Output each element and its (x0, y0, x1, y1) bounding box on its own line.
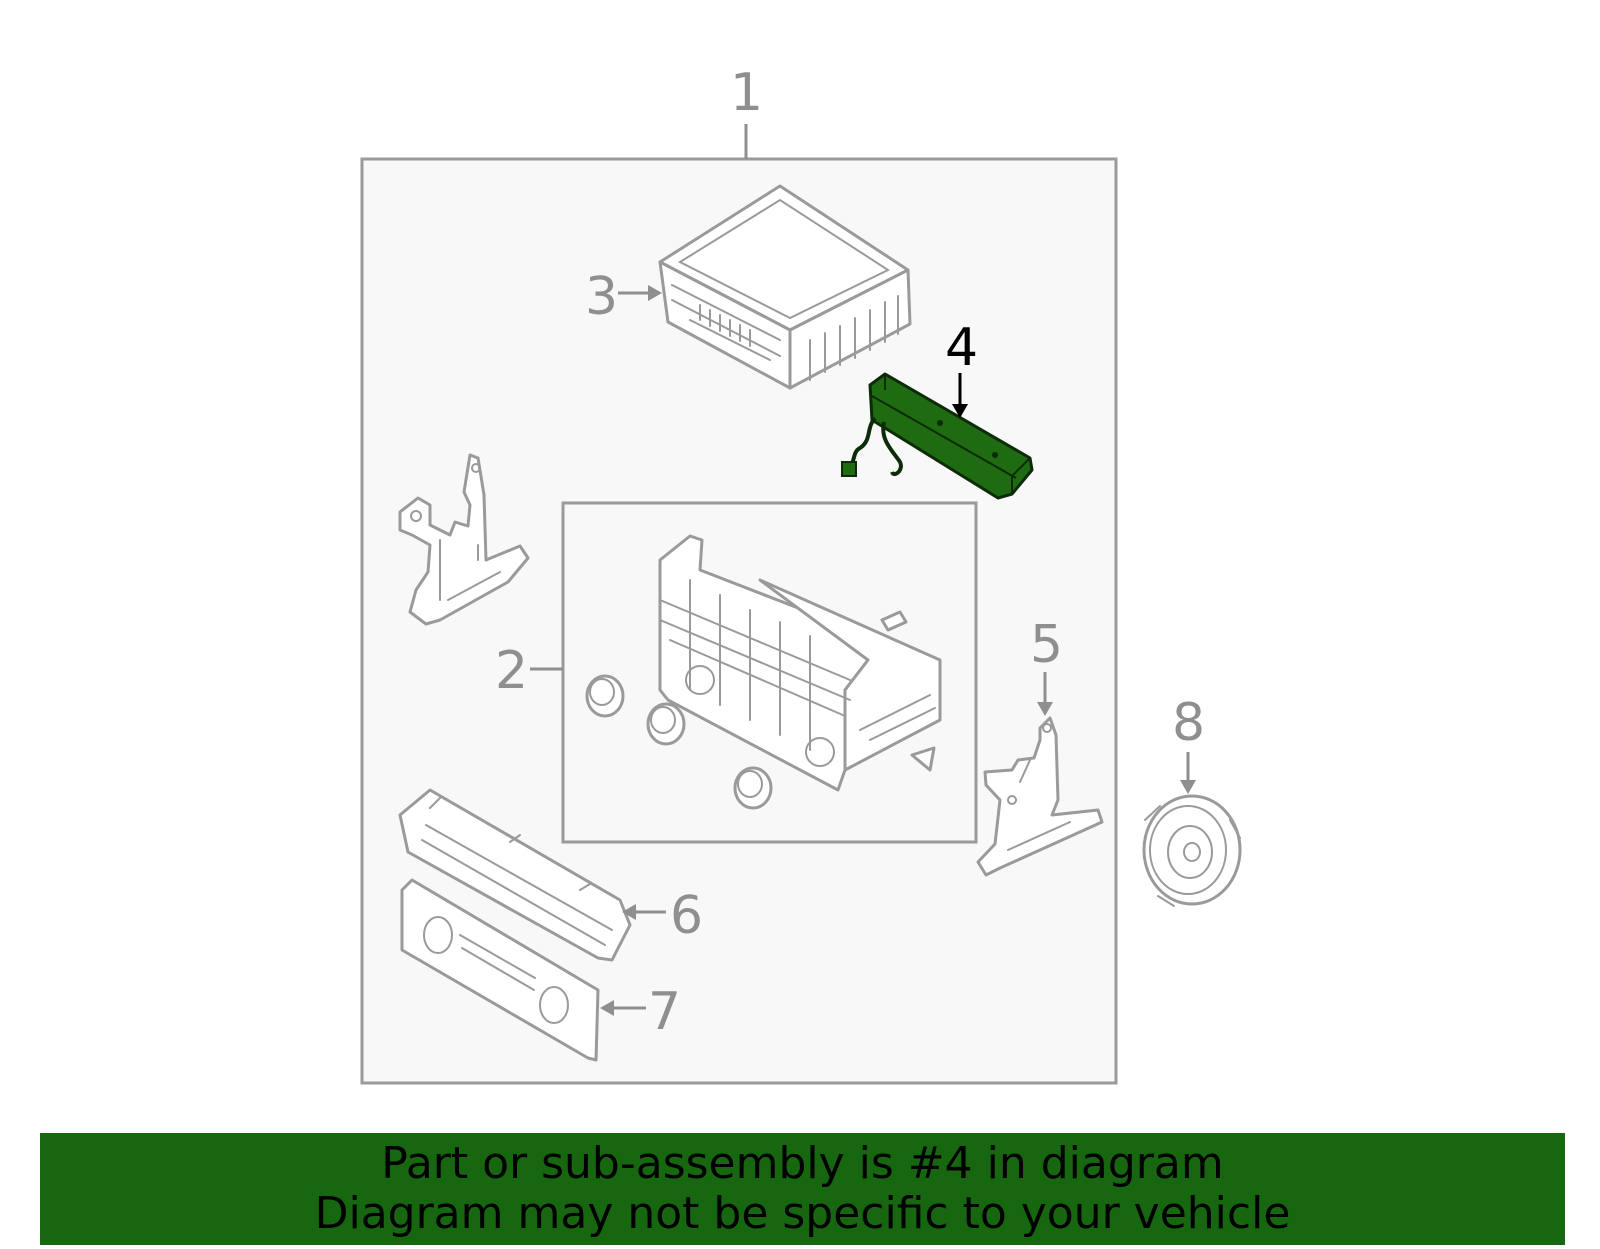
callout-7[interactable]: 7 (648, 982, 681, 1042)
part-7-faceplate[interactable] (400, 878, 600, 1062)
callout-3[interactable]: 3 (585, 267, 618, 327)
callout-6[interactable]: 6 (670, 886, 703, 946)
callout-4[interactable]: 4 (945, 318, 978, 378)
knob-3[interactable] (733, 766, 773, 810)
part-8-speaker[interactable] (1142, 794, 1242, 907)
callout-3-arrowhead (648, 285, 662, 301)
part-2-control-panel[interactable] (658, 534, 942, 792)
part-3-radio-unit[interactable] (658, 184, 912, 390)
banner-line-part: Part or sub-assembly is #4 in diagram (381, 1138, 1224, 1189)
callout-5[interactable]: 5 (1030, 615, 1063, 675)
part-5-bracket[interactable] (976, 716, 1104, 877)
callout-5-arrowhead (1037, 702, 1053, 716)
callout-8[interactable]: 8 (1172, 693, 1205, 753)
knob-2[interactable] (646, 702, 686, 746)
callout-6-arrowhead (622, 904, 636, 920)
knob-1[interactable] (585, 674, 625, 718)
part-4-module[interactable] (841, 372, 1034, 500)
callout-7-arrowhead (600, 1000, 614, 1016)
banner-line-disclaimer: Diagram may not be specific to your vehi… (314, 1188, 1291, 1239)
part-6-trim-panel[interactable] (398, 788, 632, 962)
callout-1[interactable]: 1 (730, 63, 763, 123)
left-bracket[interactable] (398, 453, 530, 626)
callout-4-arrowhead (952, 404, 968, 418)
callout-2[interactable]: 2 (495, 641, 528, 701)
callout-8-arrowhead (1180, 780, 1196, 794)
info-banner: Part or sub-assembly is #4 in diagram Di… (40, 1133, 1565, 1245)
